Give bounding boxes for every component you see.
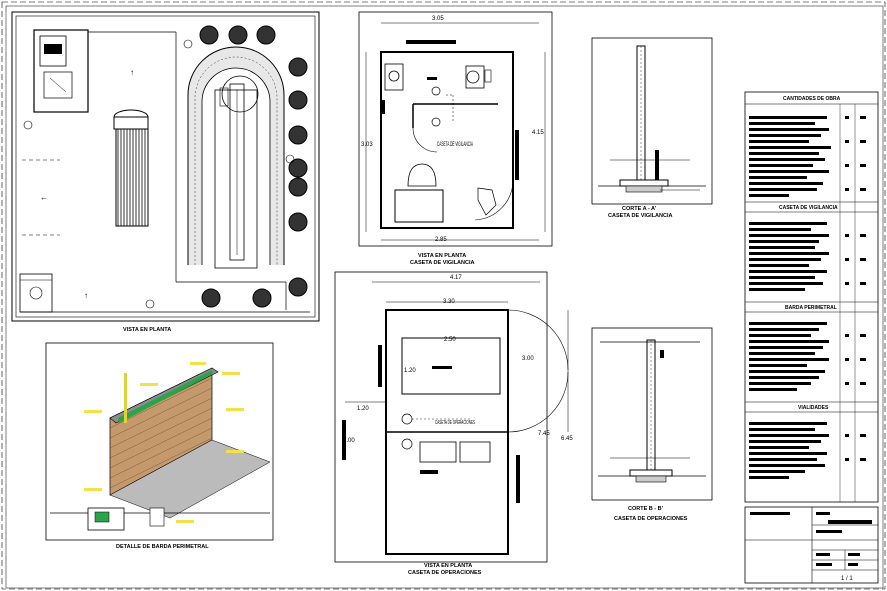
ops-door-right: 3.00 bbox=[522, 356, 534, 362]
guard-house-plan bbox=[358, 11, 553, 247]
ops-width-inner: 3.30 bbox=[443, 299, 455, 305]
section-a-drawing bbox=[591, 37, 713, 205]
guard-height-right: 4.15 bbox=[532, 130, 544, 136]
operations-house-plan bbox=[334, 271, 569, 563]
sheet-number: 1 / 1 bbox=[841, 576, 853, 582]
quantities-section-3: VIALIDADES bbox=[798, 405, 829, 411]
ops-right-a: 7.45 bbox=[538, 431, 550, 437]
ops-plan-title-2: CASETA DE OPERACIONES bbox=[408, 570, 482, 576]
svg-text:↑: ↑ bbox=[130, 68, 134, 77]
site-plan-title: VISTA EN PLANTA bbox=[123, 327, 171, 333]
guard-plan-title-2: CASETA DE VIGILANCIA bbox=[410, 260, 475, 266]
section-a-title-2: CASETA DE VIGILANCIA bbox=[608, 213, 673, 219]
site-plan: ↑ ← ↑ bbox=[11, 11, 320, 322]
guard-room-label: CASETA DE VIGILANCIA bbox=[437, 142, 473, 148]
quantities-section-1: CASETA DE VIGILANCIA bbox=[779, 205, 838, 211]
svg-text:↑: ↑ bbox=[84, 291, 88, 300]
quantities-header: CANTIDADES DE OBRA bbox=[783, 96, 841, 102]
guard-width-bottom: 2.85 bbox=[435, 237, 447, 243]
section-b-drawing bbox=[591, 327, 713, 501]
section-b-title-1: CORTE B - B' bbox=[628, 506, 664, 512]
wall-detail-drawing bbox=[45, 342, 274, 541]
guard-plan-title-1: VISTA EN PLANTA bbox=[418, 253, 466, 259]
ops-plan-title-1: VISTA EN PLANTA bbox=[424, 563, 472, 569]
ops-left-upper: 1.20 bbox=[357, 406, 369, 412]
quantities-rows bbox=[749, 116, 866, 479]
guard-height-left: 3.03 bbox=[361, 142, 373, 148]
section-b-title-2: CASETA DE OPERACIONES bbox=[614, 516, 688, 522]
ops-counter-depth: 1.20 bbox=[404, 368, 416, 374]
title-block bbox=[744, 506, 879, 584]
ops-left-lower: 2.00 bbox=[343, 438, 355, 444]
wall-detail-title: DETALLE DE BARDA PERIMETRAL bbox=[116, 544, 209, 550]
ops-counter-width: 2.50 bbox=[444, 337, 456, 343]
ops-width-outer: 4.17 bbox=[450, 275, 462, 281]
storage-tank-fins bbox=[117, 129, 146, 226]
site-trees bbox=[199, 25, 308, 308]
guard-width-top: 3.05 bbox=[432, 16, 444, 22]
svg-text:←: ← bbox=[40, 193, 48, 202]
section-a-title-1: CORTE A - A' bbox=[622, 206, 657, 212]
quantities-section-2: BARDA PERIMETRAL bbox=[785, 305, 837, 311]
quantities-table bbox=[744, 91, 879, 503]
ops-right-b: 6.45 bbox=[561, 436, 573, 442]
ops-room-label: CASETA DE OPERACIONES bbox=[435, 420, 475, 426]
